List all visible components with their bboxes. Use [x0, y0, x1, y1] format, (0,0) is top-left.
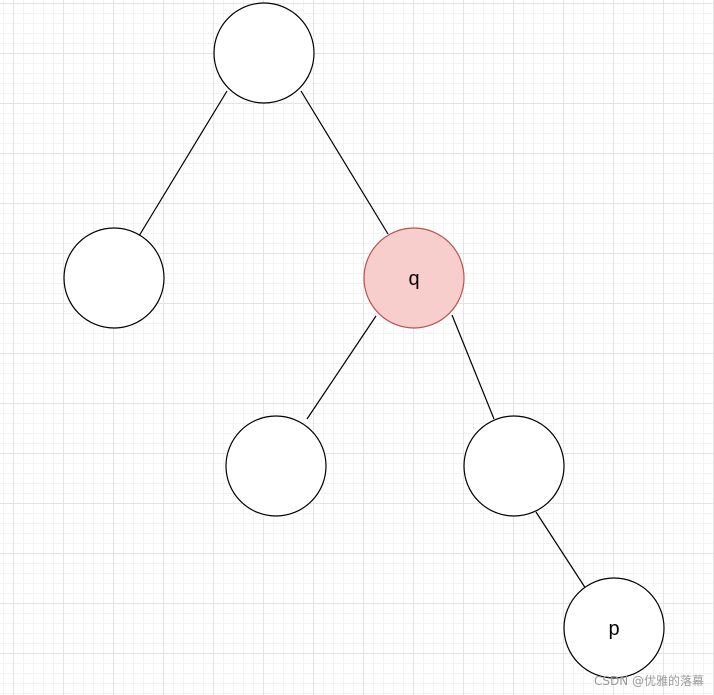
tree-node-p[interactable] [563, 577, 665, 679]
edge-qright-p [535, 511, 587, 590]
tree-node-root[interactable] [213, 2, 315, 104]
tree-node-q-left[interactable] [225, 415, 327, 517]
tree-node-q[interactable] [363, 227, 465, 329]
edges [138, 90, 587, 590]
tree-node-q-right[interactable] [463, 415, 565, 517]
edge-root-q [300, 90, 389, 235]
node-label-q: q [408, 268, 419, 290]
edge-q-qleft [306, 315, 377, 420]
watermark: CSDN @优雅的落幕 [593, 674, 704, 688]
edge-root-left [138, 90, 228, 237]
nodes: q p [63, 2, 665, 679]
tree-node-left[interactable] [63, 227, 165, 329]
edge-q-qright [451, 314, 495, 420]
node-label-p: p [608, 618, 619, 640]
